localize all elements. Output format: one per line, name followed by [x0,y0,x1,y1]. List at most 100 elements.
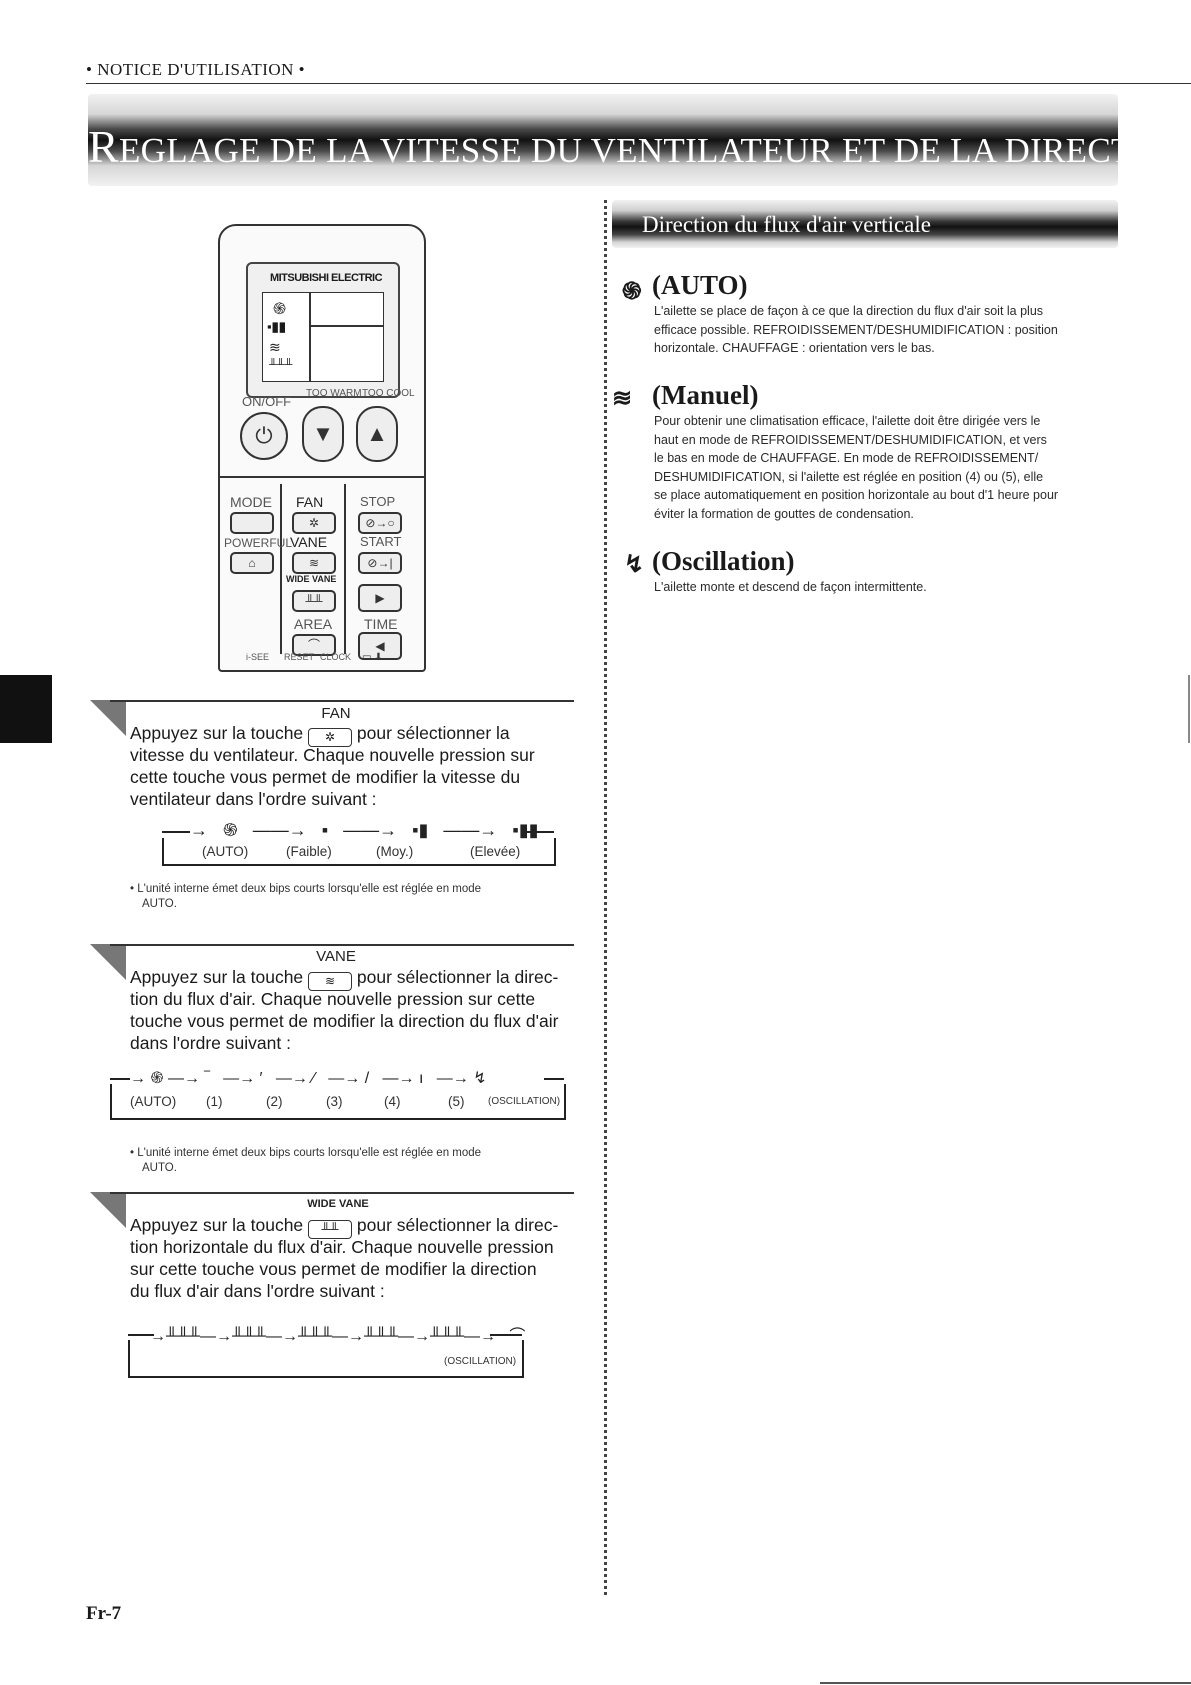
wide-vane-button: ╨╨ [292,590,336,612]
manual-text-block: Pour obtenir une climatisation efficace,… [654,412,1124,523]
manual-text-line: DESHUMIDIFICATION, si l'ailette est régl… [654,469,1044,484]
subtitle-banner: Direction du flux d'air verticale [612,200,1118,248]
fan-label: FAN [296,494,324,510]
vane-seq-3: (3) [326,1094,343,1109]
vane-sequence-box [110,1084,566,1120]
remote-bar [344,484,346,654]
sequence-line [524,831,554,833]
fan-sequence-arrows: → ֍ ——→ ▪ ——→ ▪▮ ——→ ▪▮▮ [190,820,539,840]
wide-vane-sequence-arrows: →╨╨╨—→╨╨╨—→╨╨╨—→╨╨╨—→╨╨╨—→ ⌒ [150,1328,526,1345]
vane-seq-auto: (AUTO) [130,1094,177,1109]
stop-timer-button: ⊘→○ [358,512,402,534]
step3-line2: tion horizontale du flux d'air. Chaque n… [130,1237,554,1257]
bottom-rule [820,1682,1191,1684]
start-timer-button: ⊘→| [358,552,402,574]
vane-seq-oscillation: (OSCILLATION) [488,1096,561,1107]
mode-label: MODE [230,494,272,510]
step-rule [110,944,574,946]
step2-note-line1: • L'unité interne émet deux bips courts … [130,1147,482,1159]
too-warm-label: TOO WARM [306,388,362,399]
clock-label: CLOCK [320,652,352,662]
step1-line2: vitesse du ventilateur. Chaque nouvelle … [130,745,535,765]
remote-display: MITSUBISHI ELECTRIC ֍ ▪▮▮ ≋ ╨╨╨ [246,262,400,398]
manual-title: (Manuel) [652,380,759,410]
right-edge-mark [1188,675,1190,743]
step3-text-a: Appuyez sur la touche [130,1215,304,1235]
manual-text-line: le bas en mode de CHAUFFAGE. En mode de … [654,451,1039,465]
step2-line2: tion du flux d'air. Chaque nouvelle pres… [130,989,536,1009]
wide-vane-label: WIDE VANE [286,574,337,584]
oscillation-text: L'ailette monte et descend de façon inte… [654,580,927,594]
sequence-line [110,1078,130,1080]
oscillation-title: (Oscillation) [652,546,795,576]
step-marker [90,944,126,980]
section-subtitle: Direction du flux d'air verticale [642,212,931,237]
area-label: AREA [294,616,333,632]
i-see-label: i-SEE [246,652,270,662]
auto-text-line: efficace possible. REFROIDISSEMENT/DESHU… [654,322,1058,337]
fan-seq-auto: (AUTO) [202,844,249,859]
side-tab [0,675,52,743]
page-title: REGLAGE DE LA VITESSE DU VENTILATEUR ET … [88,120,1118,173]
fan-speed-icon: ▪▮▮ [267,319,286,334]
manual-vane-icon: ≋ [612,385,633,412]
column-divider [604,200,607,1595]
step1-text-a: Appuyez sur la touche [130,723,304,743]
on-off-button: ⏻ [240,412,288,460]
fan-auto-icon: ֍ [273,301,287,318]
reset-label: RESET [284,652,315,662]
auto-title: (AUTO) [652,270,748,300]
on-off-label: ON/OFF [242,394,292,409]
step1-note-line1: • L'unité interne émet deux bips courts … [130,883,482,895]
lcd-divider [309,293,311,381]
fan-button-caption: FAN [321,705,351,722]
step-marker [90,1192,126,1228]
vane-sequence-arrows: → ֍ —→ ‾ —→ ′ —→ ⁄ —→ / —→ ı —→ ↯ [130,1070,487,1087]
header-label: • NOTICE D'UTILISATION • [86,60,306,79]
fan-seq-low: (Faible) [286,844,332,859]
manual-text-line: haut en mode de REFROIDISSEMENT/DESHUMID… [654,432,1047,447]
remote-cover-edge [220,476,424,478]
step-marker [90,700,126,736]
wide-vane-seq-oscillation: (OSCILLATION) [444,1356,517,1367]
area-button: ⌒ [292,634,336,656]
step-rule [110,700,574,702]
temp-up-button: ▲ [356,406,398,462]
step3-line4: du flux d'air dans l'ordre suivant : [130,1281,385,1301]
sequence-line [544,1078,564,1080]
vane-seq-4: (4) [384,1094,401,1109]
step1-note-line2: AUTO. [142,898,177,910]
fan-seq-mid: (Moy.) [376,844,414,859]
step2-note-line2: AUTO. [142,1162,177,1174]
fan-seq-high: (Elevée) [470,844,521,859]
vane-seq-1: (1) [206,1094,223,1109]
manual-text-line: Pour obtenir une climatisation efficace,… [654,414,1041,428]
vane-icon: ≋ [269,339,281,355]
lcd-divider [309,325,383,327]
step1-line1: Appuyez sur la touche ✲ pour sélectionne… [130,722,510,747]
time-up-button: ▶ [358,584,402,612]
title-initial: R [88,121,119,172]
wide-vane-icon: ╨╨╨ [269,359,293,371]
step1-text-b: pour sélectionner la [356,723,510,743]
powerful-label: POWERFUL [224,536,293,550]
vane-button: ≋ [292,552,336,574]
manual-text-line: se place automatiquement en position hor… [654,488,1059,502]
remote-brand: MITSUBISHI ELECTRIC [269,272,383,284]
sequence-line [490,1334,522,1336]
sequence-line [128,1334,154,1336]
vane-button-caption: VANE [316,948,356,965]
manual-text-line: éviter la formation de gouttes de conden… [654,506,914,521]
auto-text-block: L'ailette se place de façon à ce que la … [654,302,1124,358]
title-banner: REGLAGE DE LA VITESSE DU VENTILATEUR ET … [88,94,1118,186]
wide-vane-sequence-box [128,1340,524,1378]
battery-icon: ▭ ⬇ [362,652,383,663]
sequence-line [162,831,190,833]
step1-line4: ventilateur dans l'ordre suivant : [130,789,377,809]
wide-vane-button-caption: WIDE VANE [307,1198,369,1210]
header-rule [86,83,1191,84]
auto-text-line: horizontale. CHAUFFAGE : orientation ver… [654,341,935,355]
step1-line3: cette touche vous permet de modifier la … [130,767,521,787]
too-cool-label: TOO COOL [362,388,415,399]
step3-line3: sur cette touche vous permet de modifier… [130,1259,537,1279]
